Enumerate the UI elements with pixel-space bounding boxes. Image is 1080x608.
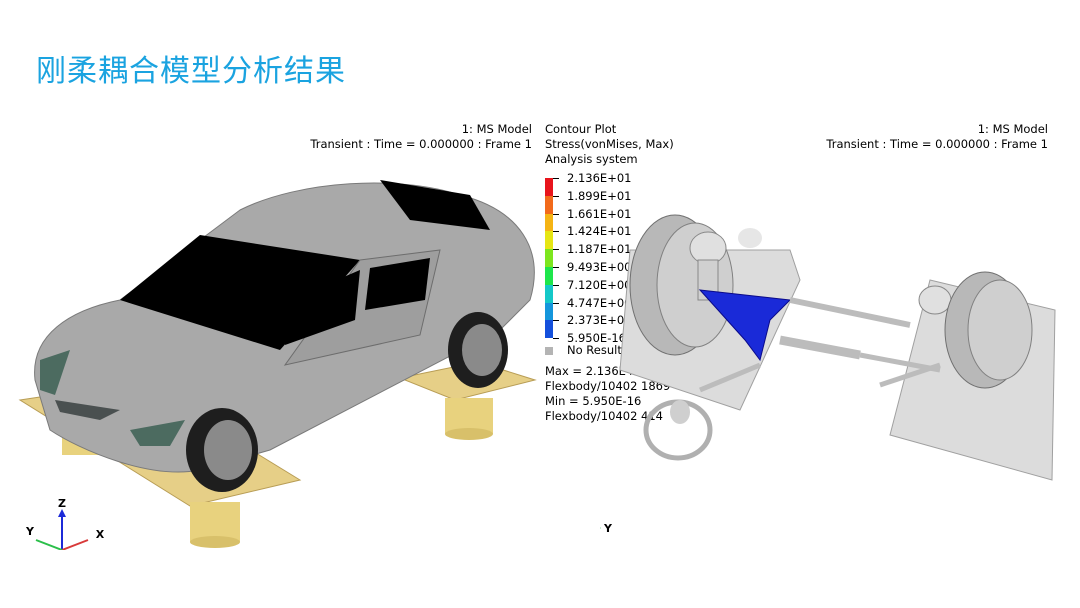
legend-tick xyxy=(553,284,559,286)
legend-color-band xyxy=(545,302,553,321)
legend-color-band xyxy=(545,267,553,285)
right-triad-y-label: Y xyxy=(603,522,613,535)
suspension-model-viewport[interactable]: Z Y X xyxy=(600,190,1060,570)
left-viewport-header: 1: MS Model Transient : Time = 0.000000 … xyxy=(310,122,532,152)
min-value: Min = 5.950E-16 xyxy=(545,394,642,408)
legend-level-value: 1.424E+01 xyxy=(567,224,632,239)
legend-level-value: 7.120E+00 xyxy=(567,277,632,292)
legend-color-band xyxy=(545,249,553,268)
right-wheel-assembly xyxy=(918,271,1033,389)
left-triad-x-label: X xyxy=(96,528,105,541)
slide-title: 刚柔耦合模型分析结果 xyxy=(36,54,346,89)
legend-level-value: 9.493E+00 xyxy=(567,260,632,274)
legend-level-value: 1.899E+01 xyxy=(567,188,632,203)
legend-level-value: 1.187E+01 xyxy=(567,242,632,257)
legend-tick xyxy=(553,195,559,197)
legend-level-value: 2.136E+01 xyxy=(567,171,632,185)
right-axis-triad xyxy=(600,527,601,529)
legend-level-value: 4.747E+00 xyxy=(567,295,632,310)
legend-level-value: 1.661E+01 xyxy=(567,206,632,221)
legend-tick xyxy=(553,302,559,304)
right-viewport-header: 1: MS Model Transient : Time = 0.000000 … xyxy=(826,122,1048,152)
legend-color-band xyxy=(545,284,553,303)
left-frame-label: Transient : Time = 0.000000 : Frame 1 xyxy=(310,137,532,151)
legend-color-band xyxy=(545,213,553,232)
steering-wheel xyxy=(643,399,713,461)
legend-color-band xyxy=(545,195,553,214)
car-body xyxy=(34,180,535,473)
flexible-control-arm xyxy=(698,289,792,362)
car-model-viewport[interactable]: Z Y X xyxy=(0,150,540,550)
left-triad-y-label: Y xyxy=(25,525,35,538)
left-axis-triad xyxy=(35,509,89,550)
left-model-label: 1: MS Model xyxy=(461,122,532,136)
tie-rods xyxy=(699,297,941,393)
no-result-label: No Result xyxy=(567,343,622,357)
no-result-swatch xyxy=(545,347,553,355)
contour-legend: Contour Plot Stress(vonMises, Max) Analy… xyxy=(545,122,674,167)
legend-tick xyxy=(553,249,559,251)
legend-result-type: Stress(vonMises, Max) xyxy=(545,137,674,151)
legend-tick xyxy=(553,213,559,215)
legend-color-band xyxy=(545,231,553,250)
legend-system: Analysis system xyxy=(545,152,638,166)
rear-wheel xyxy=(448,312,508,388)
legend-tick xyxy=(553,178,559,179)
left-triad-z-label: Z xyxy=(58,497,66,510)
legend-level-value: 2.373E+00 xyxy=(567,313,632,328)
legend-tick xyxy=(553,267,559,268)
max-location: Flexbody/10402 1869 xyxy=(545,379,671,393)
legend-title: Contour Plot xyxy=(545,122,617,136)
legend-tick xyxy=(553,231,559,233)
min-location: Flexbody/10402 414 xyxy=(545,409,663,423)
legend-color-band xyxy=(545,178,553,196)
legend-tick xyxy=(553,338,559,340)
right-model-label: 1: MS Model xyxy=(977,122,1048,136)
legend-tick xyxy=(553,320,559,322)
legend-level-value: 5.950E-16 xyxy=(567,331,626,346)
front-wheel xyxy=(186,408,258,492)
right-frame-label: Transient : Time = 0.000000 : Frame 1 xyxy=(826,137,1048,151)
legend-color-band xyxy=(545,320,553,339)
